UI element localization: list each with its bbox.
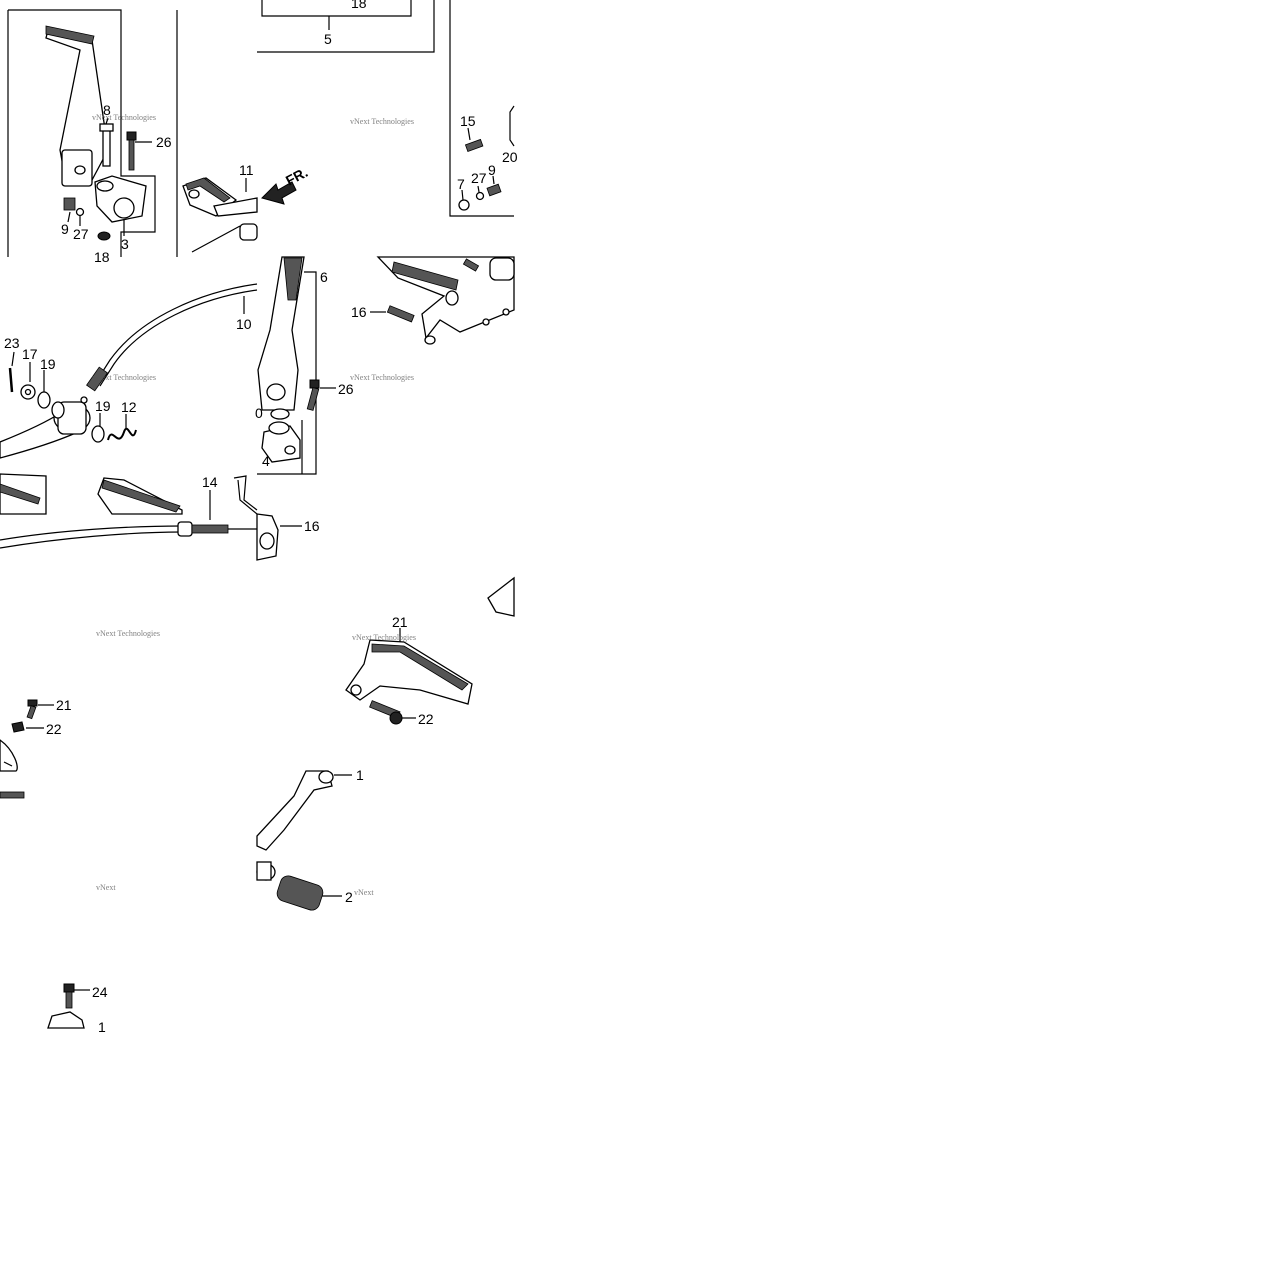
watermark: vNext [354,888,374,897]
bracket-part [0,739,18,772]
callout-23: 23 [4,335,20,351]
footpeg-bracket-part [376,256,515,345]
cable-spring-part [86,366,108,392]
callout-20: 20 [502,149,518,165]
bolt-part [386,305,415,323]
kick-lever-part [45,25,109,187]
watermark: vNext Technologies [92,373,156,382]
watermark: vNext Technologies [350,373,414,382]
watermark: vNext [96,883,116,892]
callout-20: 0 [255,405,263,421]
callout-9: 9 [488,162,496,178]
footpeg-part [345,639,473,705]
callout-17: 17 [22,346,38,362]
seal-part [37,391,51,409]
callout-13: 16 [304,518,320,534]
callout-27: 27 [73,226,89,242]
bolt-part [63,983,75,993]
callout-12: 12 [121,399,137,415]
tile-bottom-left: 24 1 vNext [0,791,116,1035]
footpeg-partial-part [487,576,515,617]
callout-3: 3 [121,236,129,252]
tile-kick-starter: 8 26 9 27 3 18 vNext Technologies [7,9,178,265]
assembly-bracket-line [8,9,156,257]
callout-24: 24 [92,984,108,1000]
gear-shift-pedal-part [256,770,333,851]
callout-1: 1 [356,767,364,783]
callout-26: 26 [156,134,172,150]
cotter-pin-part [8,367,14,393]
assembly-box [261,0,412,17]
callout-22: 22 [46,721,62,737]
tile-rear-brake: 10 23 17 19 19 12 14 vNext [0,283,258,549]
kick-bracket-part [94,175,147,223]
callout-2: 2 [345,889,353,905]
return-spring-part [107,427,137,441]
callout-25: 14 [202,474,218,490]
callout-18: 18 [94,249,110,265]
callout-9: 9 [61,221,69,237]
watermark: vNext Technologies [96,629,160,638]
assembly-box [257,0,435,53]
callout-26: 26 [338,381,354,397]
clip-part [97,231,111,241]
callout-10: 10 [236,316,252,332]
tile-lower-footpeg: 21 22 vNext Technologies [345,576,515,727]
callout-16: 22 [418,711,434,727]
callout-4: 4 [262,453,270,469]
nut-part [458,199,470,211]
watermark: vNext Technologies [352,633,416,642]
watermark: vNext Technologies [350,117,414,126]
spring-part [486,183,502,197]
callout-5: 5 [324,31,332,47]
washer-part [475,191,485,201]
bolt-part [464,138,484,153]
callout-8: 8 [103,102,111,118]
footpeg-part [182,177,258,253]
brake-cable-part [95,283,258,383]
callout-15: 15 [460,113,476,129]
callout-19: 19 [40,356,56,372]
washer-part [75,207,85,217]
callout-27: 27 [471,170,487,186]
front-direction-arrow-icon: FR. [261,164,310,205]
tile-rear-footpeg: 6 26 0 4 16 16 vNext Technologies [255,256,515,561]
bolt-part [462,258,480,272]
assembly-bracket-line [257,271,317,475]
callout-1: 1 [98,1019,106,1035]
callout-14: 21 [392,614,408,630]
bolt-part [309,379,320,389]
nut-part [11,721,25,733]
bolt-part [27,699,38,707]
tile-shift-pedal: 1 2 vNext [256,767,374,911]
callout-6: 6 [320,269,328,285]
shift-rubber-part [276,875,324,911]
callout-7: 7 [457,176,465,192]
callout-18: 18 [351,0,367,11]
watermark: vNext Technologies [92,113,156,122]
callout-21: 21 [56,697,72,713]
spring-part [63,197,76,211]
seal-part [91,425,105,443]
callout-16: 16 [351,304,367,320]
washer-part [270,408,290,420]
bracket-part [47,1011,85,1029]
callout-11: 11 [239,162,254,178]
tile-footpeg-front: 18 5 11 FR. 15 20 7 27 9 vNext Te [182,0,518,253]
bolt-part [126,131,137,171]
tile-lower-left: 21 22 vNext Technologies [0,629,160,772]
callout-19: 19 [95,398,111,414]
frame-line [449,0,514,217]
bolt-part [0,791,25,799]
